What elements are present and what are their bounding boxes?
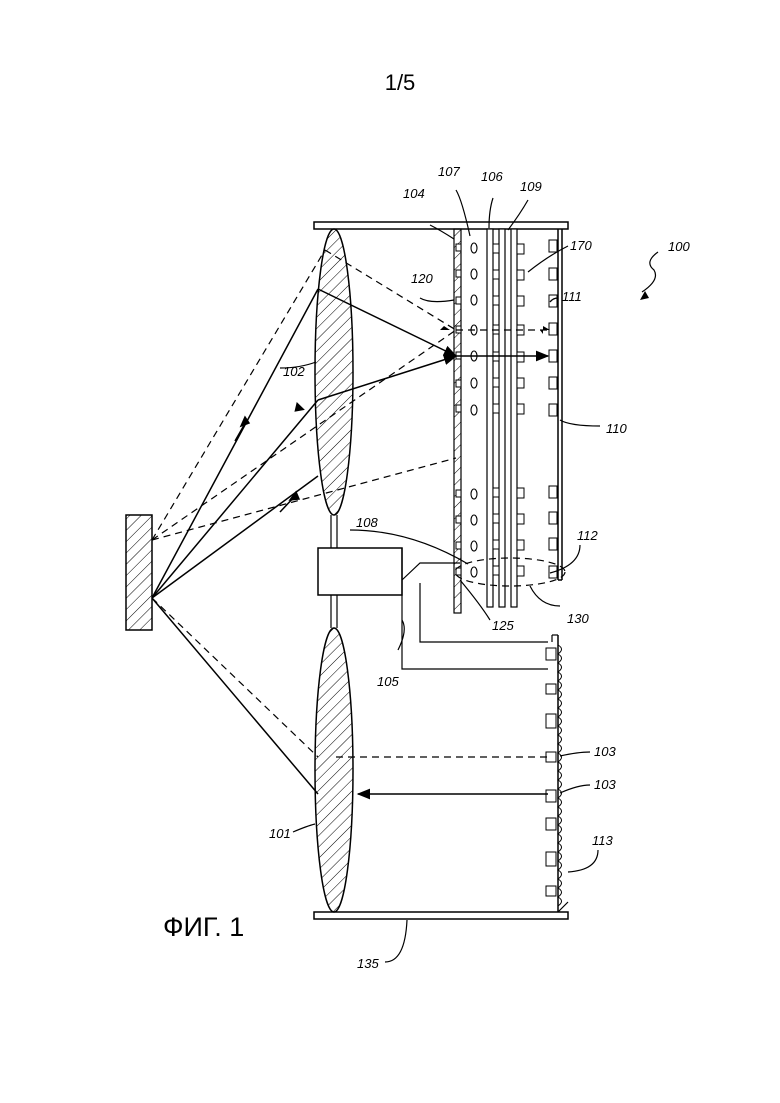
label-120: 120 [411,271,433,286]
label-103-b: 103 [594,777,616,792]
housing-bottom-plate [314,912,568,919]
label-103-a: 103 [594,744,616,759]
label-113: 113 [592,833,613,848]
label-106: 106 [481,169,503,184]
controller-box [318,548,402,595]
label-108: 108 [356,515,378,530]
signal-line-105 [402,548,548,669]
label-100: 100 [668,239,690,254]
label-109: 109 [520,179,542,194]
lens-101 [315,628,353,912]
label-112: 112 [577,528,598,543]
figure-caption: ФИГ. 1 [163,912,244,943]
filter-stack [454,229,562,613]
lens-102 [315,229,353,515]
signal-line-b [402,563,460,580]
emitter-panel-113 [546,635,568,912]
label-125: 125 [492,618,514,633]
signal-line-c [420,583,548,642]
label-104: 104 [403,186,425,201]
object-block [126,515,152,630]
label-135: 135 [357,956,379,971]
housing-top-plate [314,222,568,229]
label-101: 101 [269,826,291,841]
label-102: 102 [283,364,305,379]
label-110: 110 [606,421,627,436]
label-170: 170 [570,238,592,253]
label-111: 111 [562,289,582,304]
label-107: 107 [438,164,460,179]
label-130: 130 [567,611,589,626]
sensor-110-pixels [549,240,557,578]
plate-106-elements [493,244,499,575]
label-105: 105 [377,674,399,689]
plate-109-elements [517,244,524,576]
microlens-array-107 [471,243,477,577]
